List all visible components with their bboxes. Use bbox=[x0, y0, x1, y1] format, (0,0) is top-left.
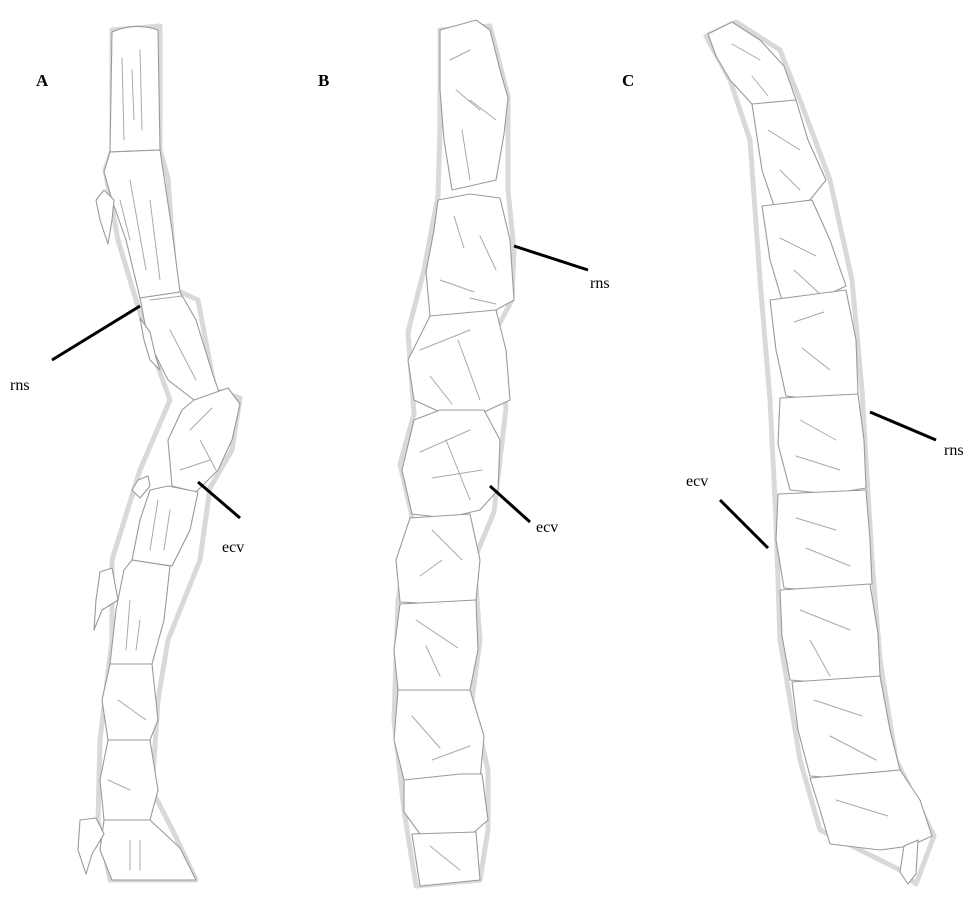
panel-a-spine-2 bbox=[96, 190, 114, 244]
panel-c-vertebra-5 bbox=[778, 394, 866, 494]
panel-c-rns-leader bbox=[870, 412, 936, 440]
panel-b-vertebra-6 bbox=[394, 600, 478, 694]
panel-a-specimen bbox=[78, 26, 240, 880]
panel-c-rns-label: rns bbox=[944, 442, 964, 459]
panel-a-vertebra-1 bbox=[110, 26, 160, 152]
panel-a-vertebra-5 bbox=[132, 486, 198, 566]
panel-b-vertebra-4 bbox=[402, 410, 500, 518]
panel-b: B rns ecv bbox=[318, 20, 610, 886]
panel-b-vertebra-2 bbox=[426, 194, 514, 318]
panel-c-vertebra-2 bbox=[752, 100, 826, 206]
panel-c-vertebra-6 bbox=[776, 490, 872, 592]
panel-a: A bbox=[10, 26, 244, 880]
panel-c-vertebra-7 bbox=[780, 584, 880, 684]
panel-b-rns-label: rns bbox=[590, 275, 610, 292]
panel-a-ecv-label: ecv bbox=[222, 539, 244, 556]
panel-a-vertebra-7 bbox=[102, 664, 158, 740]
panel-a-letter: A bbox=[36, 71, 49, 90]
panel-a-rns-leader bbox=[52, 306, 140, 360]
panel-b-vertebra-8 bbox=[404, 774, 488, 834]
panel-c-vertebra-4 bbox=[770, 290, 858, 400]
panel-c-vertebra-1 bbox=[708, 22, 796, 110]
panel-c: C rns ecv bbox=[622, 22, 964, 884]
panel-c-vertebra-9 bbox=[810, 770, 932, 850]
panel-b-rns-leader bbox=[514, 246, 588, 270]
panel-c-ecv-label: ecv bbox=[686, 473, 708, 490]
panel-b-specimen bbox=[394, 20, 514, 886]
panel-a-vertebra-4 bbox=[168, 388, 240, 492]
panel-a-vertebra-9 bbox=[100, 820, 196, 880]
panel-c-specimen bbox=[706, 22, 934, 884]
panel-b-vertebra-3 bbox=[408, 310, 510, 412]
panel-b-letter: B bbox=[318, 71, 329, 90]
panel-a-rns-label: rns bbox=[10, 377, 30, 394]
panel-a-vertebra-6 bbox=[110, 560, 170, 664]
panel-c-letter: C bbox=[622, 71, 634, 90]
panel-b-vertebra-5 bbox=[396, 514, 480, 604]
panel-b-ecv-label: ecv bbox=[536, 519, 558, 536]
panel-b-vertebra-7 bbox=[394, 690, 484, 786]
panel-c-ecv-leader bbox=[720, 500, 768, 548]
